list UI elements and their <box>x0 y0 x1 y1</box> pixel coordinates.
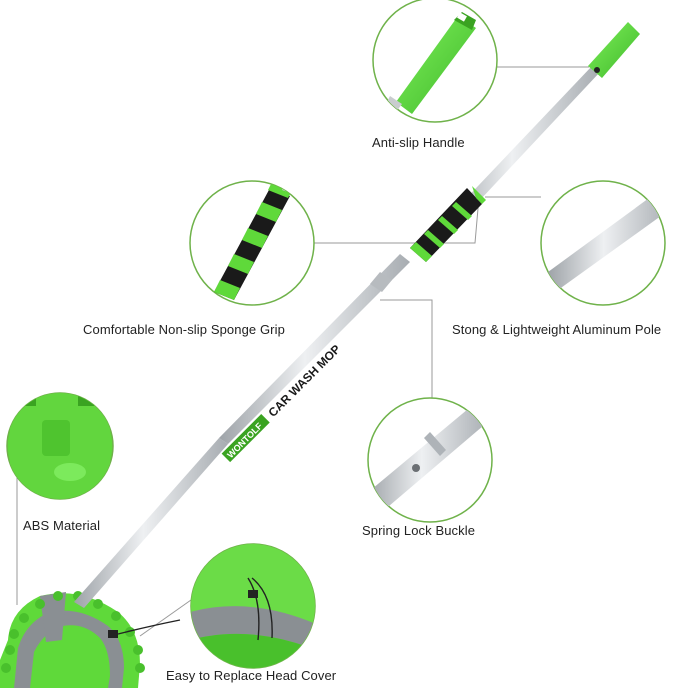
abs-material-label: ABS Material <box>23 518 101 533</box>
pole-detail-circle <box>540 180 666 306</box>
sponge-grip-label: Comfortable Non-slip Sponge Grip <box>83 322 285 337</box>
pole <box>74 66 600 608</box>
abs-detail-circle <box>6 392 114 500</box>
aluminum-pole-label: Stong & Lightweight Aluminum Pole <box>452 322 662 337</box>
anti-slip-handle-label: Anti-slip Handle <box>372 135 465 150</box>
sponge-grip <box>410 186 486 262</box>
leader-lines <box>16 66 589 637</box>
mop-head <box>0 591 181 688</box>
spring-lock-label: Spring Lock Buckle <box>362 523 476 538</box>
handle-detail-circle <box>372 0 498 123</box>
handle-cap <box>588 22 640 78</box>
pole-print: WONTOLF CAR WASH MOP <box>221 342 343 463</box>
grip-detail-circle <box>189 180 315 306</box>
spring-detail-circle <box>367 397 493 523</box>
head-cover-label: Easy to Replace Head Cover <box>166 668 337 683</box>
head-detail-circle <box>190 543 316 669</box>
